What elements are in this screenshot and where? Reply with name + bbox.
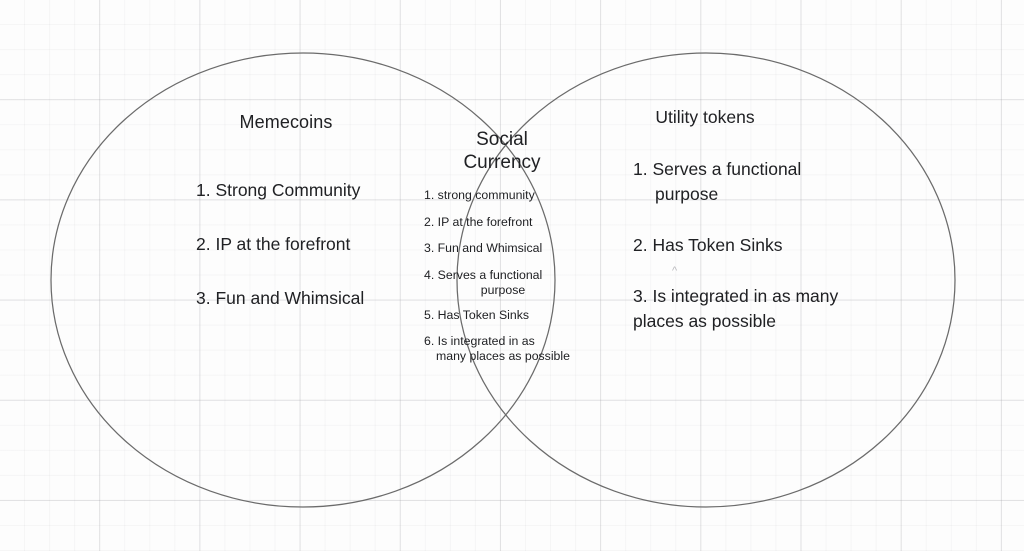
list-item: 3. Is integrated in as many places as po… [633,286,839,331]
list-item: 2. IP at the forefront [196,234,351,254]
center-overlap-list: 1. strong community 2. IP at the forefro… [424,188,582,364]
list-item: 3. Fun and Whimsical [424,241,543,255]
list-item: 5. Has Token Sinks [424,307,530,322]
list-item: 2. IP at the forefront [424,214,533,229]
list-item: 6. Is integrated in as many places as po… [424,334,570,363]
right-circle-list: 1. Serves a functional purpose 2. Has To… [633,157,843,334]
list-item: 1. Serves a functional purpose [633,159,802,204]
left-circle-list: 1. Strong Community 2. IP at the forefro… [196,178,436,310]
list-item: 1. strong community [424,188,535,202]
list-item: 1. Strong Community [196,180,361,200]
left-circle-title: Memecoins [239,112,333,132]
right-circle [456,52,956,508]
right-circle-title: Utility tokens [655,107,755,127]
left-circle [50,52,556,508]
caret-artifact: ^ [672,265,678,277]
list-item: 3. Fun and Whimsical [196,288,365,308]
center-title-line-1: Social [476,129,528,150]
center-overlap-title: Social Currency [432,128,572,174]
list-item: 2. Has Token Sinks [633,235,783,255]
list-item: 4. Serves a functional purpose [424,267,543,297]
center-title-line-2: Currency [463,152,541,173]
